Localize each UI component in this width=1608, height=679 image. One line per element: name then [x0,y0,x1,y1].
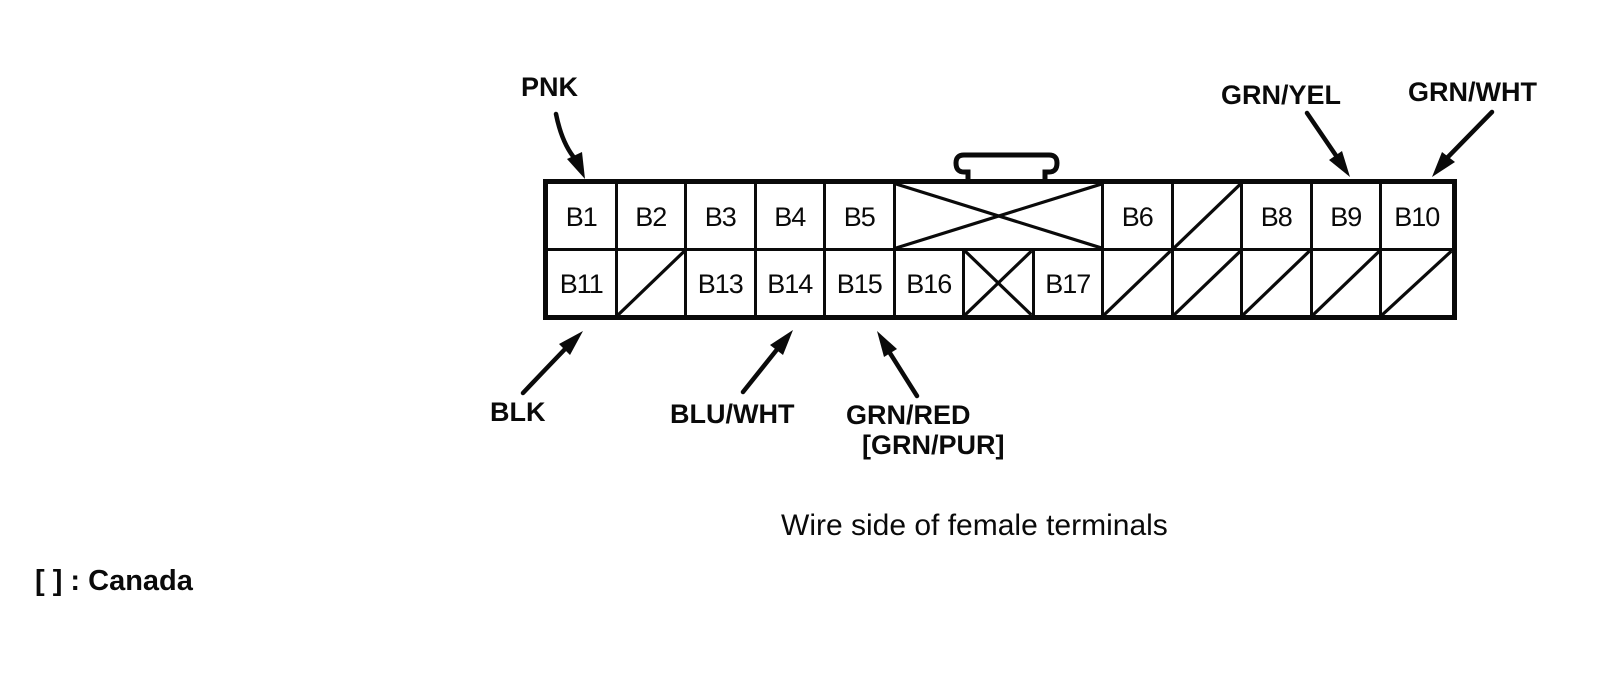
slashed-unused-cell [1243,251,1313,315]
wire-label-blk: BLK [490,397,546,427]
slashed-unused-cell [1382,251,1452,315]
connector-top-row: B1 B2 B3 B4 B5 B6 B8 B9 B10 [548,184,1452,251]
terminal-label: B6 [1121,201,1154,232]
slashed-unused-cell [1313,251,1382,315]
arrow-blu-wht [740,330,793,395]
terminal-label: B4 [774,201,806,232]
crossed-unused-cell [965,251,1035,315]
terminal-cell-b16: B16 [896,251,965,315]
terminal-cell-b3: B3 [687,184,757,248]
terminal-cell-b13: B13 [687,251,757,315]
terminal-cell-b1: B1 [548,184,618,248]
terminal-label: B1 [565,201,598,232]
connector-bottom-row: B11 B13 B14 B15 B16 B17 [548,251,1452,315]
terminal-label: B8 [1260,201,1293,232]
arrow-grn-red [877,331,920,399]
legend-canada: [ ] : Canada [35,565,193,597]
terminal-cell-b14: B14 [757,251,826,315]
arrow-grn-wht [1432,109,1495,177]
terminal-label: B16 [906,268,952,299]
terminal-cell-b10: B10 [1382,184,1452,248]
terminal-cell-b11: B11 [548,251,618,315]
caption-wire-side: Wire side of female terminals [781,509,1168,542]
terminal-label: B2 [635,201,667,232]
terminal-cell-b6: B6 [1104,184,1174,248]
terminal-cell-b2: B2 [618,184,687,248]
arrow-grn-yel [1304,110,1350,177]
terminal-cell-b15: B15 [826,251,896,315]
slashed-unused-cell [618,251,687,315]
slashed-unused-cell [1174,184,1243,248]
terminal-cell-b5: B5 [826,184,896,248]
terminal-label: B15 [836,268,883,299]
terminal-label: B13 [697,268,744,299]
terminal-label: B3 [704,201,737,232]
terminal-label: B14 [767,268,813,299]
wire-label-grn-red: GRN/RED [846,400,971,430]
terminal-cell-b4: B4 [757,184,826,248]
terminal-cell-b8: B8 [1243,184,1313,248]
terminal-label: B17 [1045,268,1091,299]
wire-label-blu-wht: BLU/WHT [670,399,795,429]
wire-label-grn-yel: GRN/YEL [1221,80,1342,110]
wire-label-grn-pur-canada: [GRN/PUR] [862,430,1005,460]
wire-label-pnk: PNK [521,72,579,102]
crossed-unused-cell [896,184,1104,248]
terminal-label: B9 [1330,201,1362,232]
wire-label-grn-wht: GRN/WHT [1408,77,1537,107]
terminal-cell-b9: B9 [1313,184,1382,248]
arrow-blk [520,331,583,396]
terminal-label: B5 [843,201,876,232]
slashed-unused-cell [1104,251,1174,315]
arrow-pnk [553,111,585,179]
connector-body: B1 B2 B3 B4 B5 B6 B8 B9 B10 B11 B13 B14 … [543,179,1457,320]
terminal-label: B11 [559,268,604,299]
terminal-label: B10 [1394,201,1440,232]
slashed-unused-cell [1174,251,1243,315]
terminal-cell-b17: B17 [1035,251,1104,315]
